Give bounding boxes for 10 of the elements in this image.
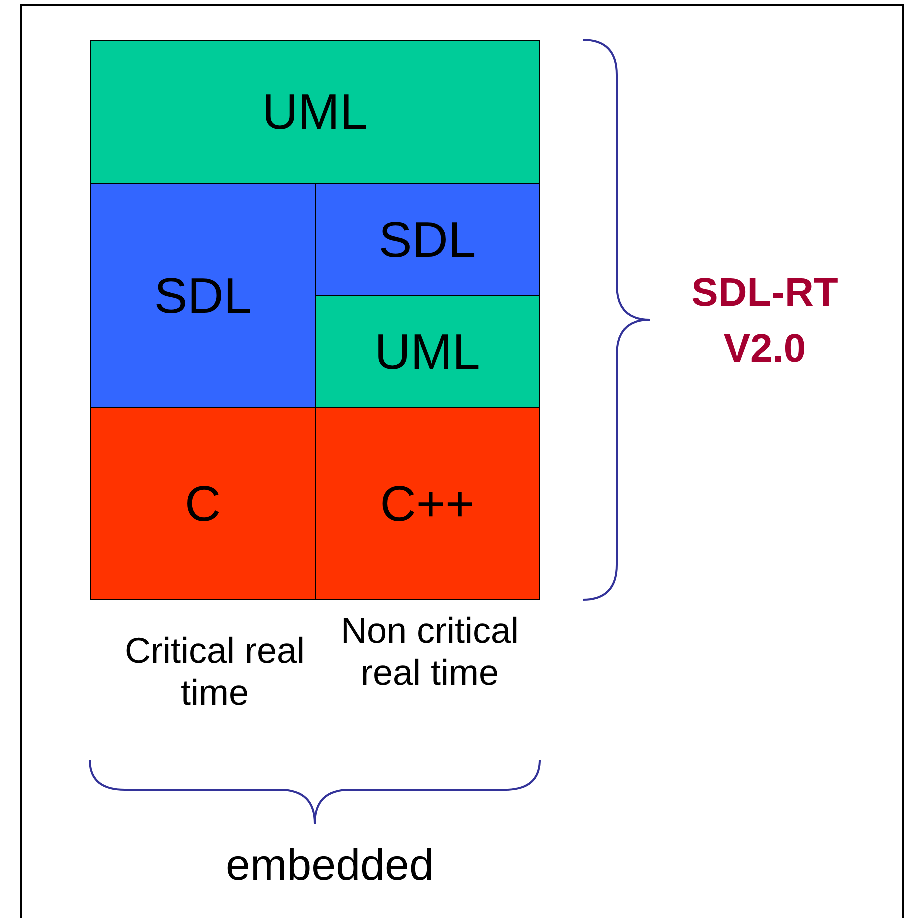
group-label: embedded: [225, 840, 435, 892]
layer-block: C++: [315, 407, 540, 600]
layer-block: SDL: [90, 183, 316, 408]
layer-block: C: [90, 407, 316, 600]
column-label: Critical real time: [124, 630, 306, 714]
layer-block: UML: [315, 295, 540, 408]
layer-block: SDL: [315, 183, 540, 296]
column-label: Non critical real time: [340, 610, 520, 694]
layer-block: UML: [90, 40, 540, 184]
side-title: SDL-RT V2.0: [690, 270, 840, 373]
